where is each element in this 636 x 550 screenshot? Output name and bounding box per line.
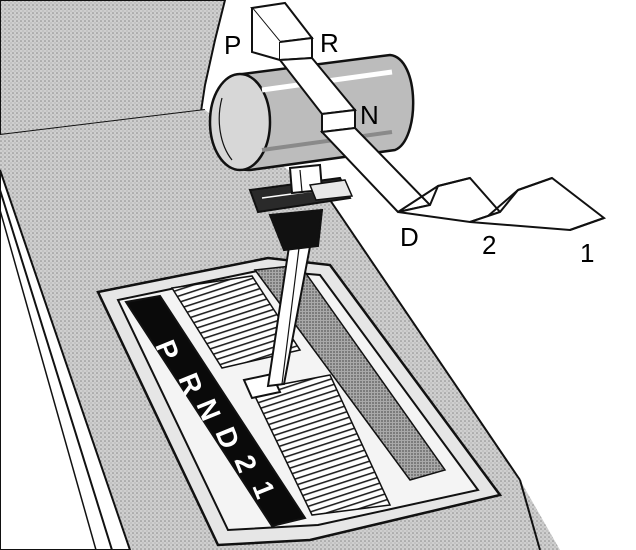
gate-label-2: 2 — [482, 230, 496, 260]
gate-label-d: D — [400, 222, 419, 252]
gate-label-n: N — [360, 100, 379, 130]
gear-indicator-strip: P R N D 2 1 — [124, 294, 307, 528]
gate-label-1: 1 — [580, 238, 594, 268]
gate-labels: P R N D 2 1 — [224, 28, 594, 268]
gate-label-r: R — [320, 28, 339, 58]
shift-pattern-diagram — [250, 1, 607, 232]
shift-gate-plate — [96, 256, 503, 547]
gate-label-p: P — [224, 30, 241, 60]
